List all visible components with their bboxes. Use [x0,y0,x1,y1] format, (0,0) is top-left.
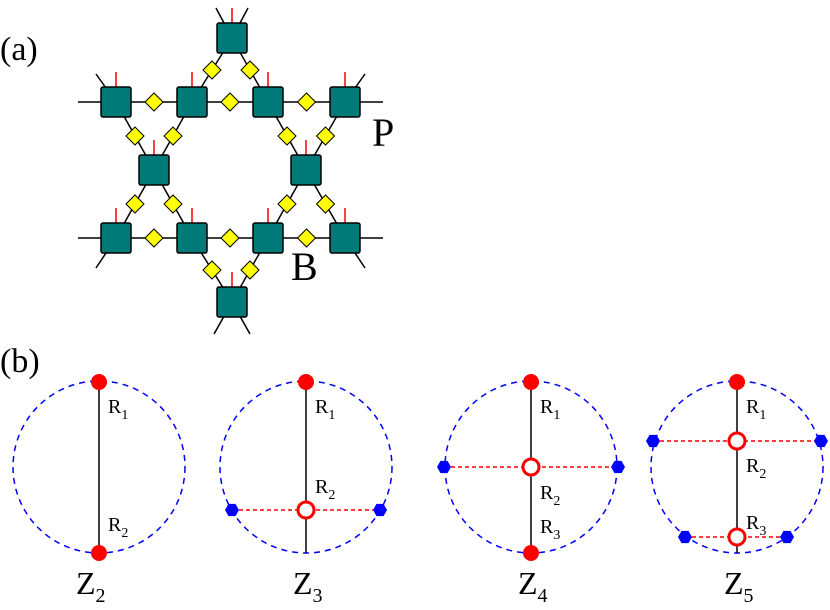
tensor-square [216,286,248,318]
z-label: Z3 [293,565,323,607]
tensor-square [290,154,322,186]
bond-matrix-diamond [202,260,222,280]
bond-matrix-diamond [277,126,297,146]
bond-matrix-diamond [240,60,260,80]
r-label: R2 [540,482,560,509]
bond-matrix-diamond [220,228,240,248]
r-label: R3 [746,512,766,539]
tensor-square [100,86,132,118]
z-label: Z2 [76,565,106,607]
diagram-z2: R1 R2 Z2 [12,374,186,607]
filled-dot [298,374,314,390]
z-label: Z4 [518,565,548,607]
bond-matrix-diamond [296,228,317,248]
hexagon-marker [780,530,794,544]
r-label: R2 [108,514,128,541]
hexagon-marker [646,434,660,448]
site-tensors [100,22,361,318]
r-label: R1 [315,396,335,423]
bond-matrix-diamond [315,126,336,146]
panel-a-label: (a) [0,31,38,68]
tensor-square [329,86,361,118]
panel-b: (b) R1 R2 Z2 R1 R2 Z3 [0,343,828,607]
tensor-square [176,222,208,254]
bond-matrix-diamond [163,194,183,214]
hexagon-marker [678,530,692,544]
open-dot [727,431,747,451]
bond-matrix-diamond [163,126,183,146]
bond-matrix-diamond [125,194,145,214]
open-dot [521,457,541,477]
bond-matrix-diamond [277,194,297,214]
tensor-square [216,22,248,54]
open-dot [727,527,747,547]
bond-matrix-diamond [125,126,145,146]
bond-matrix-diamond [296,92,317,112]
tensor-square [252,86,284,118]
r-label: R1 [540,396,560,423]
filled-dot [91,374,107,390]
bond-matrix-diamond [144,228,164,248]
tensor-square [252,222,284,254]
diagram-z5: R1 R2 R3 Z5 [646,374,828,607]
hexagon-marker [814,434,828,448]
bond-matrix-diamond [220,92,240,112]
network-edges [78,7,383,335]
r-label: R2 [746,455,766,482]
r-label: R1 [746,396,766,423]
diagram-z3: R1 R2 Z3 [219,374,393,607]
panel-a: (a) P B [0,7,394,335]
r-label: R3 [540,516,560,543]
tensor-square [138,154,170,186]
tensor-square [100,222,132,254]
diagram-z4: R1 R2 R3 Z4 [437,374,625,607]
tensor-square [176,86,208,118]
bond-matrix-diamond [144,92,164,112]
label-b: B [291,244,318,289]
filled-dot [523,374,539,390]
bond-matrix-diamond [240,260,260,280]
hexagon-marker [611,460,625,474]
tensor-square [329,222,361,254]
filled-dot [523,545,539,561]
bond-matrix-diamond [202,60,222,80]
bond-matrix-diamond [315,194,336,214]
panel-b-label: (b) [0,343,40,380]
hexagon-marker [437,460,451,474]
bond-matrices [125,60,336,280]
filled-dot [729,374,745,390]
hexagon-marker [373,503,387,517]
label-p: P [372,110,394,155]
hexagon-marker [225,503,239,517]
z-label: Z5 [724,565,754,607]
open-dot [296,500,316,520]
r-label: R2 [315,476,335,503]
r-label: R1 [108,396,128,423]
filled-dot [91,545,107,561]
